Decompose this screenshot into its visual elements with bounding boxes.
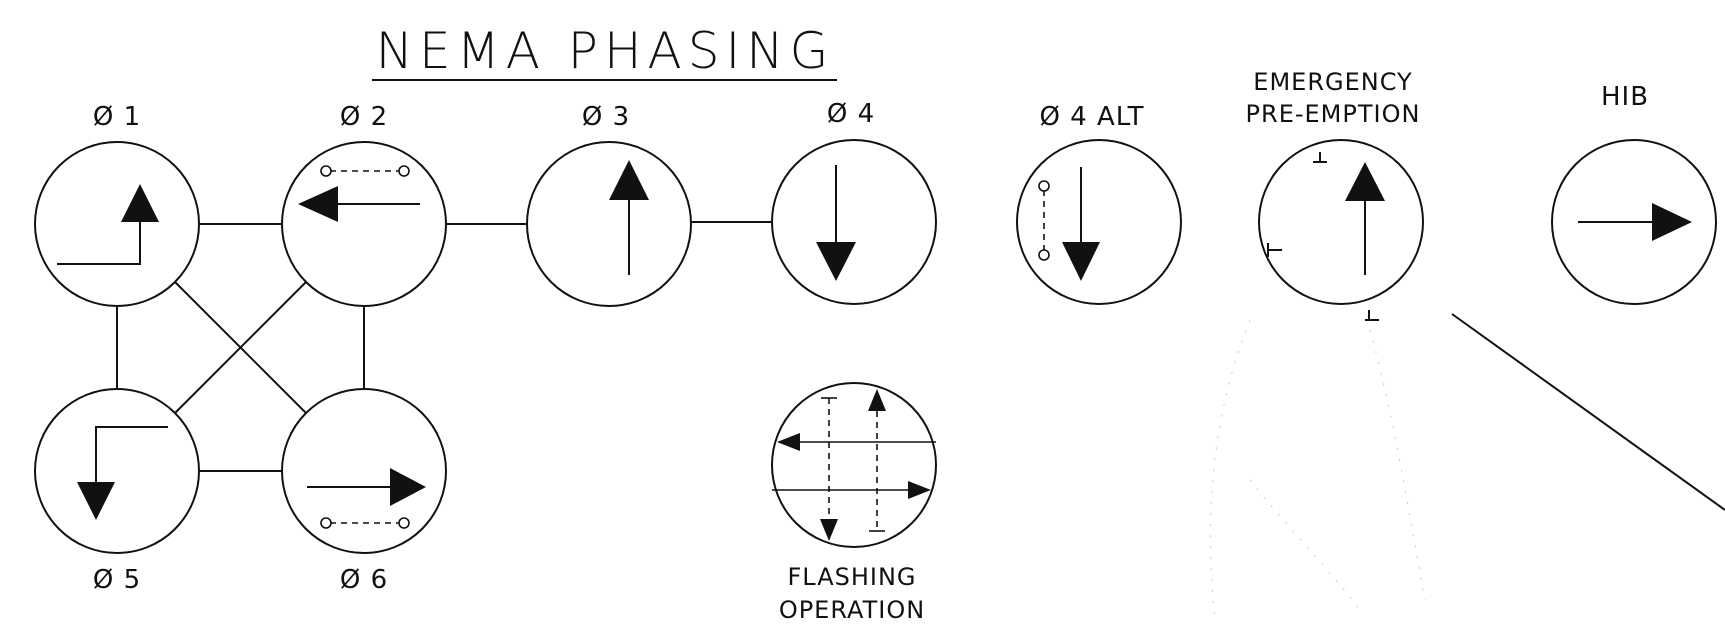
- hib-label: HIB: [1601, 82, 1649, 112]
- phase-4-label: Ø 4: [827, 99, 875, 129]
- arrow-left-icon: [777, 433, 800, 451]
- phase-1-circle: [34, 141, 200, 307]
- emergency-label-line1: EMERGENCY: [1253, 68, 1412, 96]
- phase-3-signal: [526, 141, 692, 307]
- arrow-right-icon: [1652, 203, 1692, 241]
- diagonal-line: [1451, 313, 1725, 511]
- flashing-label-line2: OPERATION: [779, 596, 925, 624]
- arrow-left-icon: [298, 186, 338, 222]
- arrow-down-icon: [77, 482, 115, 520]
- arrow-right-icon: [390, 468, 426, 506]
- phase-4-alt-label: Ø 4 ALT: [1039, 102, 1144, 132]
- arrow-up-icon: [1345, 162, 1385, 201]
- flashing-circle: [771, 382, 937, 548]
- phase-5-circle: [34, 388, 200, 554]
- phase-1-path: [57, 218, 141, 265]
- arrow-down-icon: [820, 519, 838, 541]
- ped-node-icon: [320, 517, 332, 529]
- arrow-down-icon: [1062, 242, 1100, 281]
- arrow-up-icon: [868, 389, 886, 411]
- phase-3-label: Ø 3: [582, 102, 630, 132]
- arrow-up-icon: [121, 184, 159, 222]
- phase-2-circle: [281, 141, 447, 307]
- phase-4-alt-signal: [1016, 139, 1182, 305]
- arrow-down-icon: [816, 242, 856, 281]
- ped-node-icon: [398, 165, 410, 177]
- phase-connectors: [116, 221, 773, 472]
- scan-artifacts: [1210, 319, 1426, 621]
- ped-node-icon: [320, 165, 332, 177]
- connector-2-5: [174, 281, 307, 414]
- flashing-label-line1: FLASHING: [787, 563, 916, 591]
- phase-5-signal: [34, 388, 200, 554]
- phase-5-label: Ø 5: [93, 565, 141, 595]
- phase-2-label: Ø 2: [340, 102, 388, 132]
- emergency-circle: [1258, 139, 1424, 305]
- emergency-label-line2: PRE-EMPTION: [1246, 100, 1421, 128]
- flashing-operation-signal: [771, 382, 937, 548]
- phase-4-signal: [771, 139, 937, 305]
- phase-1-signal: [34, 141, 200, 307]
- phase-4-alt-circle: [1016, 139, 1182, 305]
- phase-4-circle: [771, 139, 937, 305]
- hib-signal: [1551, 139, 1717, 305]
- arrow-up-icon: [609, 160, 649, 200]
- phase-3-circle: [526, 141, 692, 307]
- phase-6-signal: [281, 388, 447, 554]
- diagram-title: NEMA PHASING: [376, 22, 835, 80]
- arrow-right-icon: [908, 481, 931, 499]
- phase-6-circle: [281, 388, 447, 554]
- ped-node-icon: [1038, 180, 1050, 192]
- phase-1-label: Ø 1: [93, 102, 141, 132]
- phase-2-signal: [281, 141, 447, 307]
- ped-node-icon: [1038, 249, 1050, 261]
- phase-6-label: Ø 6: [340, 565, 388, 595]
- emergency-preemption-signal: [1258, 139, 1424, 321]
- ped-node-icon: [398, 517, 410, 529]
- phase-5-path: [95, 426, 168, 486]
